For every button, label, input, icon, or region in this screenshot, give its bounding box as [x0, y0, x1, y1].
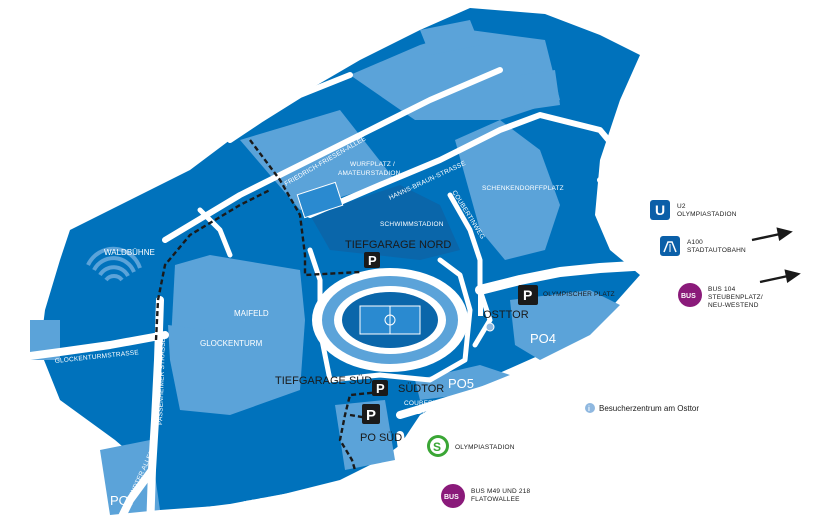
route-west	[154, 188, 271, 341]
direction-arrows	[751, 227, 801, 284]
road-north-connector	[227, 72, 353, 143]
sbahn-station: OLYMPIASTADION	[455, 444, 515, 451]
label-olympischer-platz: OLYMPISCHER PLATZ	[543, 291, 615, 298]
label-coubertin-platz: PLATZ	[412, 409, 433, 416]
bus-m49-stop: BUS BUS M49 UND 218 FLATOWALLEE	[441, 484, 531, 508]
area-north-block	[350, 30, 560, 120]
svg-text:P: P	[376, 381, 385, 396]
road-west-spur	[197, 207, 233, 258]
route-north	[249, 139, 361, 277]
label-amateurstadion: AMATEURSTADION	[338, 170, 401, 177]
svg-text:P: P	[366, 407, 376, 424]
sbahn-stop: S OLYMPIASTADION	[427, 435, 515, 457]
arrow-a100	[751, 232, 781, 242]
label-glockenturm: GLOCKENTURM	[200, 339, 263, 348]
label-wurfplatz: WURFPLATZ /	[350, 161, 395, 168]
area-glockenturm	[168, 325, 205, 360]
label-suedtor: SÜDTOR	[398, 383, 444, 395]
arrow-olympische-strasse-head	[784, 269, 801, 284]
bus-m49-stop-name: FLATOWALLEE	[471, 496, 520, 503]
area-po4	[510, 290, 620, 360]
area-schenkendorffplatz	[455, 120, 560, 260]
road-rominter-allee	[597, 177, 653, 283]
svg-text:BUS: BUS	[444, 494, 459, 501]
road-olympische-strasse	[475, 260, 655, 295]
ubahn-stop: U U2 OLYMPIASTADION	[650, 200, 737, 220]
label-schwimmstadion: SCHWIMMSTADION	[380, 221, 444, 228]
autobahn-text: STADTAUTOBAHN	[687, 247, 746, 254]
walking-routes	[154, 139, 381, 471]
route-south	[338, 390, 381, 471]
bus-104-stop: BUS BUS 104 STEUBENPLATZ/ NEU-WESTEND	[678, 283, 763, 309]
bus-104-dest-1: STEUBENPLATZ/	[708, 294, 763, 301]
label-po5: PO5	[448, 376, 474, 391]
area-po5	[415, 365, 510, 400]
parking-icon-po-sued: P	[362, 404, 380, 424]
parking-icon-olympischer-platz: P	[518, 285, 538, 305]
parking-icon-tiefgarage-sued: P	[372, 380, 388, 396]
svg-text:BUS: BUS	[681, 293, 696, 300]
road-coubertinweg	[447, 192, 483, 293]
road-hanns-braun-strasse	[307, 112, 628, 218]
road-east-spur	[472, 287, 493, 348]
osttor-info-dot	[485, 322, 495, 332]
road-jesse-owens-allee	[146, 466, 424, 522]
street-passenheimer-strasse: PASSENHEIMER STRASSE	[157, 337, 167, 425]
road-trakehner-allee	[396, 326, 644, 419]
label-po4: PO4	[530, 331, 556, 346]
osttor-marker	[478, 290, 483, 316]
label-waldbuehne: WALDBÜHNE	[104, 248, 155, 257]
roads	[0, 67, 655, 531]
ubahn-station: OLYMPIASTADION	[677, 211, 737, 218]
road-glockenturmstrasse	[0, 331, 169, 364]
svg-text:S: S	[433, 440, 441, 454]
parking-icon-tiefgarage-nord: P	[364, 252, 380, 268]
amateurstadion-pitch	[296, 181, 344, 219]
label-maifeld: MAIFELD	[234, 309, 269, 318]
autobahn-line: A100	[687, 239, 703, 246]
road-flatowallee	[396, 431, 414, 531]
bus-104-icon	[678, 283, 702, 307]
visitor-center-text: Besucherzentrum am Osttor	[599, 404, 699, 413]
autobahn-a100: A100 STADTAUTOBAHN	[660, 236, 746, 256]
area-schwimmstadion	[310, 185, 460, 260]
ubahn-icon	[650, 200, 670, 220]
svg-text:P: P	[523, 287, 532, 303]
arrow-a100-head	[776, 227, 793, 242]
road-friedrich-friesen-allee	[162, 67, 503, 243]
bus-104-dest-2: NEU-WESTEND	[708, 302, 759, 309]
olympiastadion	[312, 268, 468, 372]
label-tiefgarage-nord: TIEFGARAGE NORD	[345, 239, 451, 251]
label-osttor: OSTTOR	[483, 309, 529, 321]
svg-text:i: i	[588, 406, 590, 413]
ubahn-line: U2	[677, 203, 686, 210]
street-rominter-allee: ROMINTER ALLEE	[596, 178, 630, 234]
info-icon	[585, 403, 595, 413]
street-olympische-strasse: OLYMPISCHE STRASSE	[654, 264, 733, 279]
waldbuehne-amphitheater	[86, 246, 142, 282]
area-po7	[100, 440, 160, 515]
label-tiefgarage-sued: TIEFGARAGE SÜD	[275, 375, 372, 387]
street-flatowallee: FLATOWALLEE	[410, 451, 425, 501]
svg-text:P: P	[368, 253, 377, 268]
road-passenheimer-strasse	[146, 296, 164, 531]
label-po-sued: PO SÜD	[360, 432, 402, 444]
label-coubertin: COUBERTIN	[404, 400, 444, 407]
area-small-north	[420, 20, 480, 55]
label-schenkendorffplatz: SCHENKENDORFFPLATZ	[482, 185, 564, 192]
svg-text:U: U	[655, 202, 665, 218]
area-maifeld	[170, 255, 305, 415]
road-schirwindter-allee	[111, 466, 156, 531]
bus-104-line: BUS 104	[708, 286, 736, 293]
area-east-block	[520, 70, 560, 110]
label-po7: PO7	[110, 493, 136, 508]
bus-m49-icon	[441, 484, 465, 508]
visitor-center-legend: i Besucherzentrum am Osttor	[585, 403, 699, 413]
route-south-b	[349, 413, 369, 420]
bus-m49-line: BUS M49 UND 218	[471, 488, 531, 495]
arrow-olympische-strasse	[759, 274, 789, 284]
